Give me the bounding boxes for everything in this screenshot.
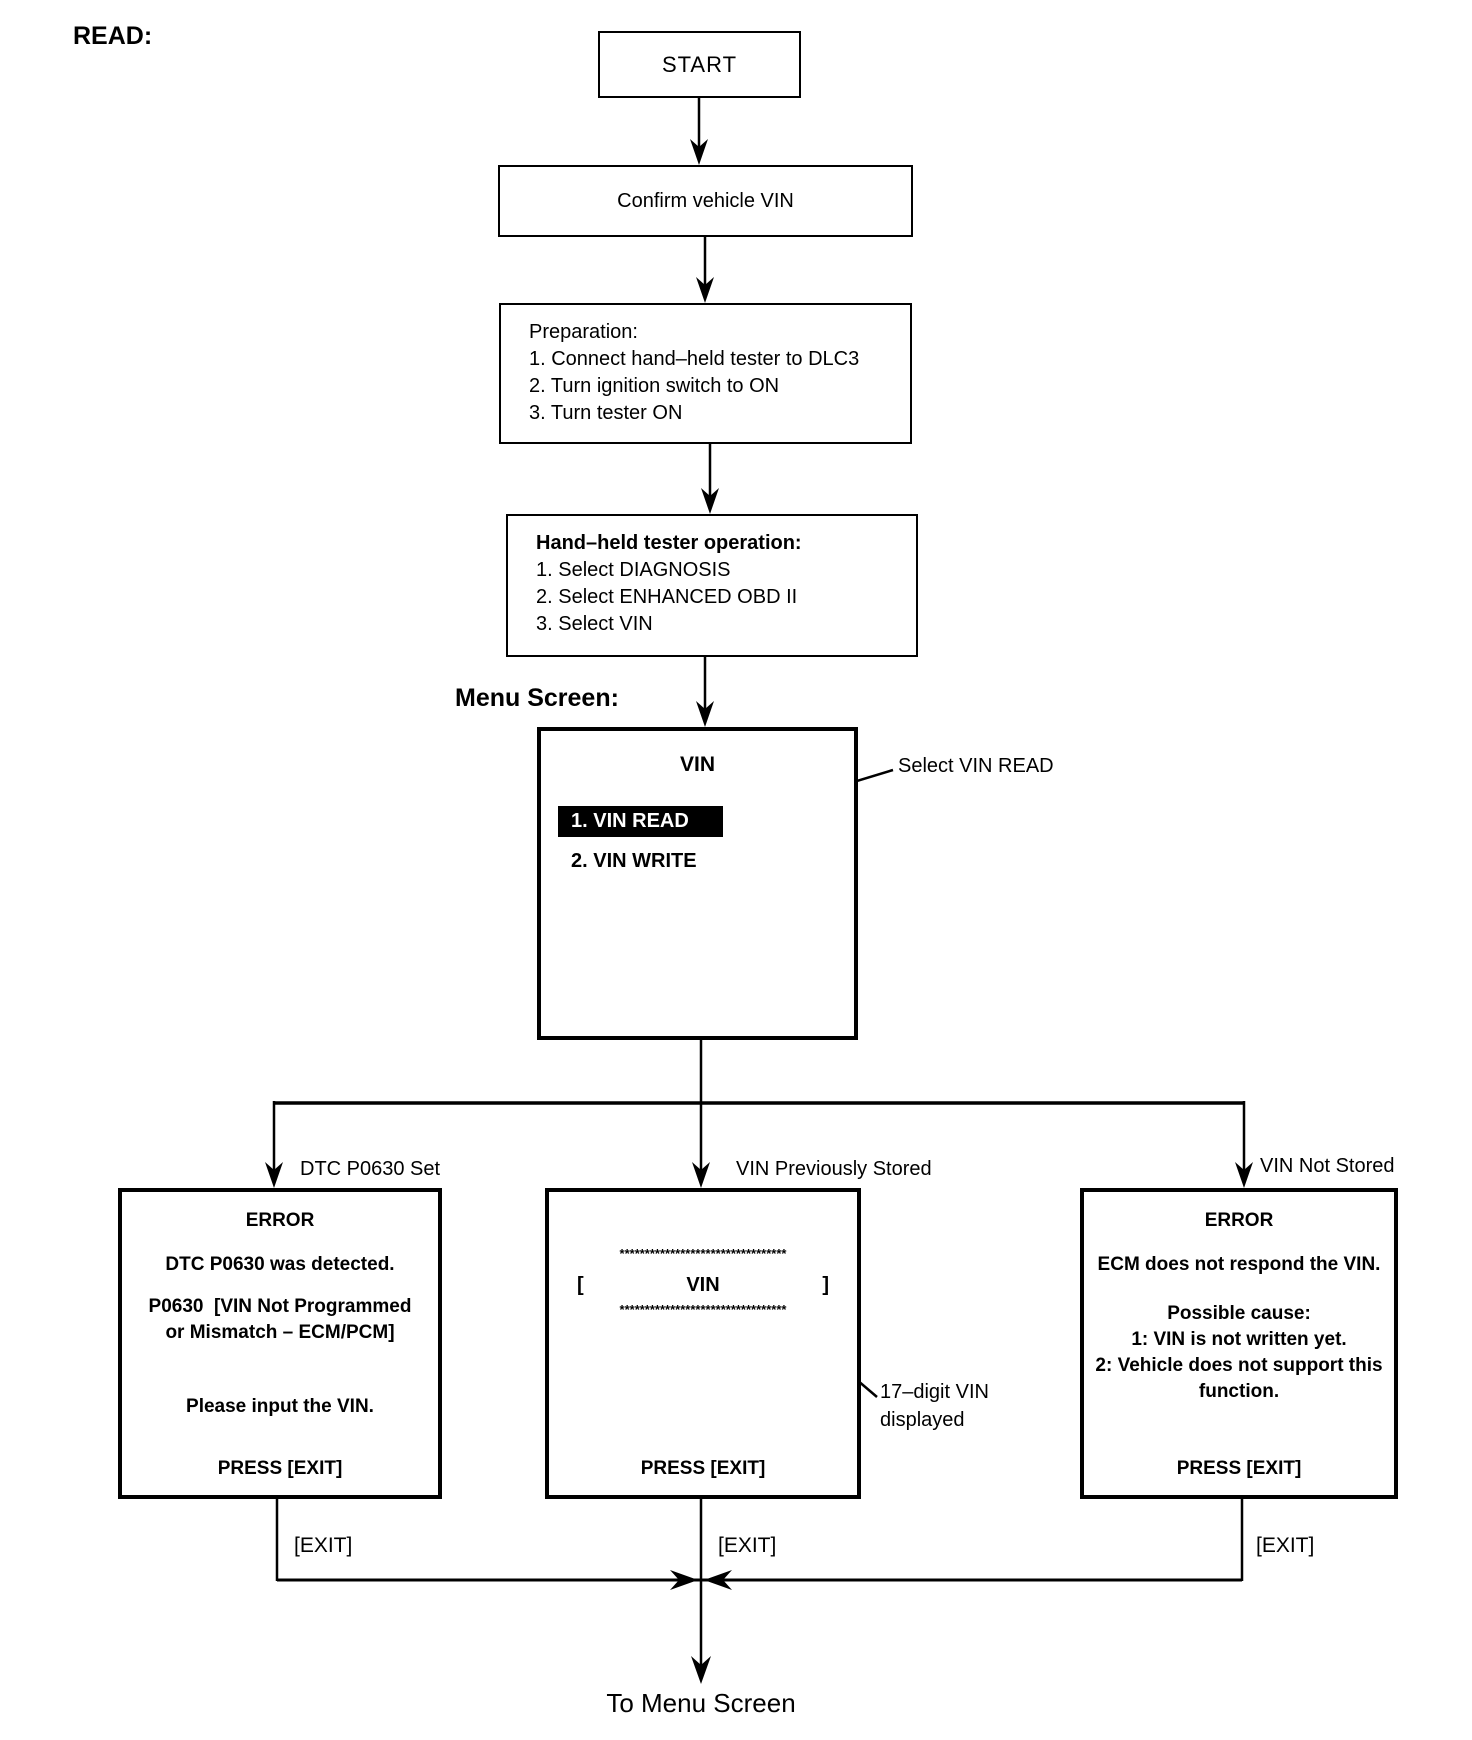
preparation-box: Preparation: 1. Connect hand–held tester… bbox=[499, 303, 912, 444]
tester-operation-box: Hand–held tester operation: 1. Select DI… bbox=[506, 514, 918, 657]
press-exit-text: PRESS [EXIT] bbox=[217, 1458, 343, 1479]
page-title-read: READ: bbox=[73, 22, 153, 50]
callout-17-digit-vin-line2: displayed bbox=[880, 1409, 965, 1431]
stars-row-top: ********************************* bbox=[619, 1246, 787, 1261]
menu-screen-box: VIN 1. VIN READ 2. VIN WRITE bbox=[537, 727, 858, 1040]
exit-label-middle: [EXIT] bbox=[718, 1534, 777, 1557]
menu-item-vin-read[interactable]: 1. VIN READ bbox=[558, 806, 723, 837]
possible-cause-title: Possible cause: bbox=[1167, 1303, 1311, 1324]
vin-not-stored-screen: ERROR ECM does not respond the VIN. Poss… bbox=[1080, 1188, 1398, 1499]
arrowhead-down-tester bbox=[701, 488, 719, 514]
confirm-vin-box: Confirm vehicle VIN bbox=[498, 165, 913, 237]
vin-display-row: [ VIN ] bbox=[577, 1274, 829, 1297]
menu-item-vin-read-label: 1. VIN READ bbox=[571, 810, 689, 832]
callout-17-digit-vin: 17–digit VIN displayed bbox=[880, 1378, 989, 1434]
not-stored-error-title: ERROR bbox=[1204, 1210, 1274, 1231]
start-box: START bbox=[598, 31, 801, 98]
dtc-error-title: ERROR bbox=[245, 1210, 315, 1231]
tester-operation-step: 3. Select VIN bbox=[536, 613, 653, 635]
exit-label-right: [EXIT] bbox=[1256, 1534, 1315, 1557]
arrowhead-down-left-screen bbox=[265, 1162, 283, 1188]
arrowhead-down-middle-screen bbox=[692, 1162, 710, 1188]
possible-cause-2-line2: function. bbox=[1198, 1381, 1280, 1402]
press-exit-text: PRESS [EXIT] bbox=[640, 1458, 766, 1479]
arrowhead-down-menu bbox=[696, 701, 714, 727]
arrowhead-down-to-menu bbox=[691, 1656, 711, 1684]
branch-label-vin-not-stored: VIN Not Stored bbox=[1260, 1155, 1395, 1177]
start-label: START bbox=[661, 51, 738, 77]
possible-cause-2-line1: 2: Vehicle does not support this bbox=[1095, 1355, 1383, 1376]
dtc-error-screen: ERROR DTC P0630 was detected. P0630 [VIN… bbox=[118, 1188, 442, 1499]
callout-select-vin-read: Select VIN READ bbox=[898, 755, 1054, 777]
arrowhead-down-right-screen bbox=[1235, 1162, 1253, 1188]
branch-label-dtc-set: DTC P0630 Set bbox=[300, 1158, 441, 1180]
preparation-step: 3. Turn tester ON bbox=[529, 402, 683, 424]
vin-bracket-close: ] bbox=[822, 1274, 829, 1296]
possible-cause-1: 1: VIN is not written yet. bbox=[1131, 1329, 1347, 1350]
input-vin-text: Please input the VIN. bbox=[186, 1396, 374, 1417]
dtc-code-text-line1: P0630 [VIN Not Programmed bbox=[148, 1296, 412, 1317]
vin-stored-screen: ********************************* [ VIN … bbox=[545, 1188, 861, 1499]
dtc-detected-text: DTC P0630 was detected. bbox=[165, 1254, 395, 1275]
press-exit-text: PRESS [EXIT] bbox=[1176, 1458, 1302, 1479]
tester-operation-step: 1. Select DIAGNOSIS bbox=[536, 559, 731, 581]
branch-label-vin-stored: VIN Previously Stored bbox=[736, 1158, 932, 1180]
stars-row-bottom: ********************************* bbox=[619, 1302, 787, 1317]
menu-title: VIN bbox=[679, 753, 715, 776]
dtc-code-text-line2: or Mismatch – ECM/PCM] bbox=[165, 1322, 395, 1343]
preparation-title: Preparation: bbox=[529, 321, 638, 343]
confirm-vin-label: Confirm vehicle VIN bbox=[617, 189, 794, 212]
preparation-step: 1. Connect hand–held tester to DLC3 bbox=[529, 348, 860, 370]
menu-item-vin-write[interactable]: 2. VIN WRITE bbox=[571, 850, 697, 872]
tester-operation-title: Hand–held tester operation: bbox=[536, 532, 802, 554]
arrowhead-right-junction bbox=[670, 1570, 698, 1590]
menu-screen-label: Menu Screen: bbox=[455, 684, 619, 712]
to-menu-screen-label: To Menu Screen bbox=[606, 1688, 796, 1718]
vin-display-value: VIN bbox=[686, 1274, 720, 1296]
arrowhead-down-prep bbox=[696, 277, 714, 303]
ecm-no-respond-text: ECM does not respond the VIN. bbox=[1097, 1254, 1381, 1275]
preparation-step: 2. Turn ignition switch to ON bbox=[529, 375, 780, 397]
callout-17-digit-vin-line1: 17–digit VIN bbox=[880, 1381, 989, 1403]
exit-label-left: [EXIT] bbox=[294, 1534, 353, 1557]
vin-bracket-open: [ bbox=[577, 1274, 584, 1296]
tester-operation-step: 2. Select ENHANCED OBD II bbox=[536, 586, 798, 608]
arrowhead-left-junction bbox=[704, 1570, 732, 1590]
arrowhead-down-confirm bbox=[690, 139, 708, 165]
